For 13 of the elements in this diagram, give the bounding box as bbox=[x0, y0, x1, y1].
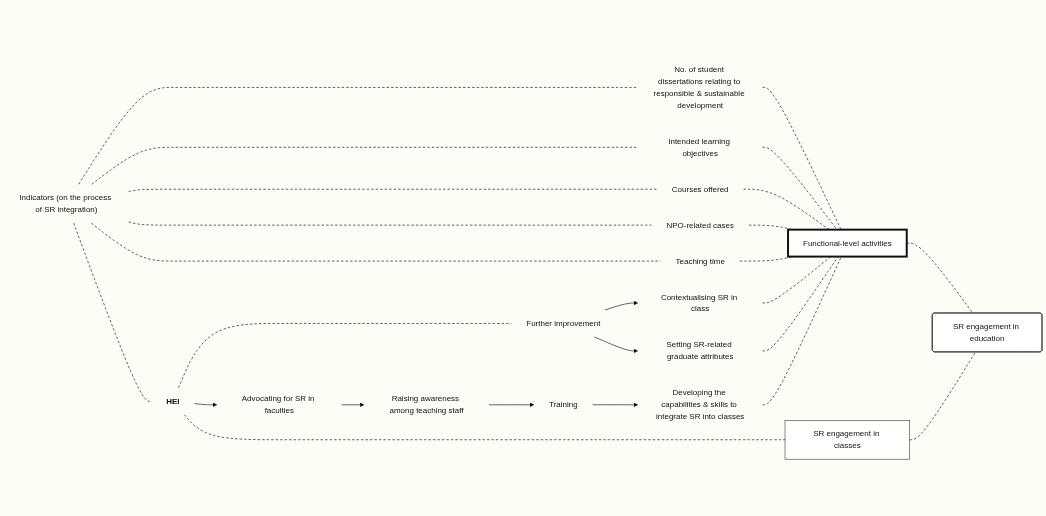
connector bbox=[748, 225, 793, 231]
connector bbox=[78, 87, 639, 185]
connector bbox=[73, 223, 152, 403]
connector bbox=[743, 189, 830, 231]
connector bbox=[909, 352, 976, 441]
connector bbox=[762, 256, 839, 352]
connector bbox=[128, 221, 652, 226]
connector bbox=[184, 414, 786, 441]
connector bbox=[91, 223, 661, 262]
connector bbox=[762, 87, 842, 231]
connector bbox=[762, 147, 838, 231]
connector bbox=[178, 323, 512, 389]
connector bbox=[762, 256, 842, 406]
